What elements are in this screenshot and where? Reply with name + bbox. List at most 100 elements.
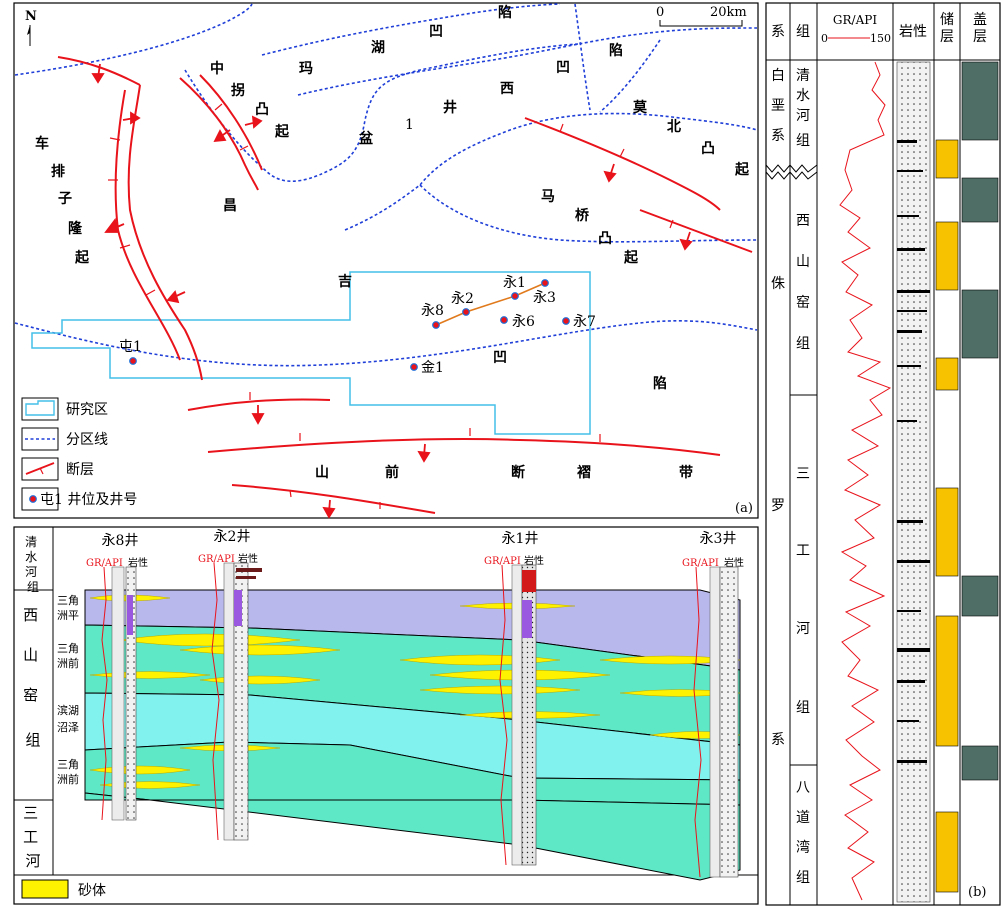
well-label: 永1	[503, 275, 526, 291]
region-char: 马	[541, 189, 555, 205]
lithology-layers	[897, 140, 930, 763]
legend-well: 屯1 井位及井号	[40, 492, 137, 508]
section-well-name: 永3井	[700, 531, 737, 547]
region-char: 起	[734, 161, 750, 178]
column-lithology	[896, 61, 931, 903]
well-label: 永7	[573, 314, 596, 330]
region-char: 西	[500, 81, 514, 97]
well-label: 屯1	[119, 339, 142, 355]
section-header-char: 河	[25, 565, 37, 579]
section-well-name: 永2井	[214, 529, 251, 545]
region-char: 子	[58, 191, 72, 207]
north-label: N	[25, 9, 37, 24]
well-label: 金1	[421, 360, 444, 376]
region-char: 北	[667, 119, 681, 135]
well-marker[interactable]: 永1	[503, 275, 526, 300]
region-char: 凹	[429, 24, 443, 40]
well-label: 永6	[512, 314, 535, 330]
map-panel: N 0 20km 1 中 拐 凸 起 玛 湖 凹 陷 盆 井 西 凹 陷 车	[13, 2, 759, 519]
region-char: 起	[74, 249, 90, 266]
column-panel-label: (b)	[968, 885, 986, 900]
region-char: 陷	[498, 4, 512, 21]
region-labels: 中 拐 凸 起 玛 湖 凹 陷 盆 井 西 凹 陷 车 排 子 隆 起 昌 吉 …	[35, 4, 750, 481]
section-well-name: 永1井	[502, 531, 539, 547]
region-char: 隆	[68, 220, 83, 237]
scale-zero: 0	[656, 5, 664, 20]
well-label: 永2	[451, 291, 474, 307]
facies-label: 滨湖沼泽	[57, 703, 79, 734]
legend-zone-line: 分区线	[66, 432, 108, 448]
well-profile-line	[435, 282, 546, 326]
well-label: 永3	[533, 290, 556, 306]
legend-sand: 砂体	[78, 883, 106, 899]
formation-xishanyao: 西山窑组	[796, 213, 810, 352]
section-header-left: 清 水 河 组	[25, 535, 41, 594]
section-well	[499, 564, 537, 866]
facies-label: 三角洲平	[57, 594, 79, 622]
section-well	[693, 566, 739, 878]
section-col-headers: GR/API 岩性 GR/API 岩性 GR/API 岩性 GR/API 岩性	[86, 552, 744, 569]
facies-label: 三角洲前	[57, 758, 79, 786]
region-char: 昌	[223, 198, 237, 214]
region-char: 莫	[632, 99, 648, 116]
hdr-cap: 盖层	[973, 12, 987, 45]
scale-end: 20km	[710, 5, 747, 20]
hdr-system: 系	[771, 24, 785, 40]
region-char: 褶	[577, 464, 591, 481]
fault-ticks	[108, 103, 674, 509]
well-marker[interactable]: 永7	[562, 314, 596, 330]
system-jurassic: 侏罗系	[771, 276, 785, 748]
formation-qingshuihe: 清水河组	[796, 68, 810, 149]
well-marker[interactable]: 永6	[500, 314, 535, 330]
well-marker[interactable]: 永3	[533, 279, 556, 306]
well-label: 永8	[421, 303, 444, 319]
section-wells	[101, 562, 739, 878]
column-headers: 系 组 GR/API 0 150 岩性 储层 盖层	[771, 12, 987, 45]
region-char: 前	[385, 464, 399, 481]
formation-sangonghe: 三工河组	[796, 466, 810, 716]
region-char: 井	[443, 99, 457, 116]
hdr-gr: GR/API	[833, 13, 877, 27]
col-lith: 岩性	[724, 556, 744, 569]
unit-sangonghe: 三 工 河	[23, 804, 43, 870]
section-panel: 清 水 河 组 西 山 窑 组 三 工 河 三角洲平 三角洲前 滨湖沼泽 三角洲…	[13, 526, 759, 905]
column-panel: 系 组 GR/API 0 150 岩性 储层 盖层 白垩系 侏罗系 清水河组 西…	[765, 2, 1001, 906]
region-char: 凸	[598, 231, 612, 247]
region-char: 桥	[575, 207, 590, 224]
section-well	[101, 566, 137, 821]
col-lith: 岩性	[238, 552, 258, 565]
well-marker[interactable]: 永8	[421, 303, 444, 329]
col-gr: GR/API	[484, 556, 521, 567]
region-char: 陷	[653, 375, 667, 392]
well-marker[interactable]: 金1	[410, 360, 444, 376]
section-well-labels: 永8井 永2井 永1井 永3井	[102, 529, 737, 549]
region-char: 中	[210, 60, 224, 77]
formation-badaowan: 八道湾组	[796, 780, 810, 886]
hdr-formation: 组	[796, 24, 810, 40]
region-char: 带	[679, 465, 693, 481]
unit-xishanyao: 西 山 窑 组	[23, 606, 43, 749]
hdr-gr-max: 150	[870, 32, 891, 45]
region-char: 凸	[701, 141, 715, 157]
region-char: 拐	[231, 82, 245, 99]
region-char: 排	[51, 163, 65, 180]
well-marker[interactable]: 永2	[451, 291, 474, 316]
region-char: 起	[623, 249, 639, 266]
well-marker[interactable]: 屯1	[119, 339, 142, 365]
region-char: 陷	[609, 42, 623, 59]
region-char: 盆	[358, 130, 374, 147]
col-gr: GR/API	[682, 558, 719, 569]
region-char: 吉	[338, 273, 352, 290]
column-gr-curve	[839, 61, 892, 901]
region-char: 玛	[299, 61, 313, 77]
section-well-name: 永8井	[102, 533, 139, 549]
section-legend: 砂体	[21, 879, 106, 899]
col-gr: GR/API	[198, 554, 235, 565]
fault-arrows	[91, 63, 693, 519]
section-header-char: 组	[27, 580, 39, 594]
hdr-lith: 岩性	[899, 24, 927, 40]
section-header-char: 清	[25, 535, 37, 549]
region-char: 车	[35, 135, 49, 152]
hdr-gr-min: 0	[821, 32, 828, 45]
